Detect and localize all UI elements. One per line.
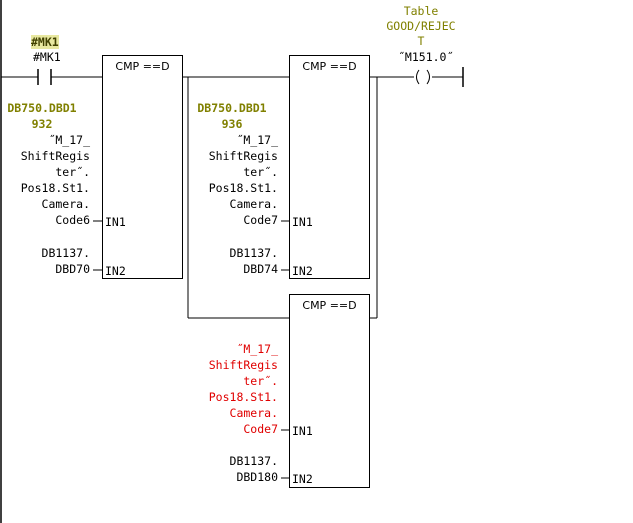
cmp1-in2-operand-line-1[interactable]: DB1137. [41, 246, 90, 260]
cmp-block-3[interactable]: CMP ==D IN1 IN2 [289, 294, 370, 488]
cmp2-in1-symbol-line-4[interactable]: Pos18.St1. [208, 181, 278, 195]
cmp2-in2-operand-line-2[interactable]: DBD74 [243, 262, 278, 276]
cmp3-in2-operand-line-2[interactable]: DBD180 [236, 470, 278, 484]
cmp-block-3-in1-pin: IN1 [292, 424, 313, 438]
cmp-block-1-in1-pin: IN1 [105, 215, 126, 229]
cmp2-in1-symbol-line-2[interactable]: ShiftRegis [208, 149, 278, 163]
cmp-block-2-in1-pin: IN1 [292, 215, 313, 229]
cmp3-in1-symbol-line-2[interactable]: ShiftRegis [208, 358, 278, 372]
cmp-block-2[interactable]: CMP ==D IN1 IN2 [289, 55, 370, 279]
coil-comment-line-2: GOOD/REJEC [386, 19, 456, 33]
cmp2-in1-symbol-line-5[interactable]: Camera. [229, 197, 278, 211]
cmp2-in1-symbol-line-6[interactable]: Code7 [243, 213, 278, 227]
cmp1-in1-symbol-line-1[interactable]: ˝M_17_ [48, 133, 90, 147]
cmp1-in1-symbol-line-4[interactable]: Pos18.St1. [20, 181, 90, 195]
cmp3-in2-operand-line-1[interactable]: DB1137. [229, 454, 278, 468]
cmp3-in1-symbol-line-6[interactable]: Code7 [243, 422, 278, 436]
coil-operand[interactable]: ˝M151.0˝ [398, 50, 454, 64]
cmp3-in1-symbol-line-4[interactable]: Pos18.St1. [208, 390, 278, 404]
cmp2-in1-symbol-line-1[interactable]: ˝M_17_ [236, 133, 278, 147]
cmp-block-1-in2-pin: IN2 [105, 264, 126, 278]
contact-symbol-text: #MK1 [31, 35, 59, 49]
cmp2-in2-operand-line-1[interactable]: DB1137. [229, 246, 278, 260]
cmp-block-2-title: CMP ==D [302, 60, 357, 73]
cmp2-in1-symbol-line-3[interactable]: ter˝. [243, 165, 278, 179]
cmp2-in1-address-line-2: 936 [221, 117, 243, 131]
cmp1-in1-symbol-line-6[interactable]: Code6 [55, 213, 90, 227]
cmp1-in2-operand-line-2[interactable]: DBD70 [55, 262, 90, 276]
cmp3-in1-symbol-line-5[interactable]: Camera. [229, 406, 278, 420]
contact-operand[interactable]: #MK1 [33, 50, 61, 64]
cmp3-in1-symbol-line-3[interactable]: ter˝. [243, 374, 278, 388]
cmp-block-3-in2-pin: IN2 [292, 472, 313, 486]
cmp-block-1-title: CMP ==D [115, 60, 170, 73]
cmp1-in1-address-line-1: DB750.DBD1 [7, 101, 77, 115]
cmp1-in1-address-line-2: 932 [31, 117, 53, 131]
cmp3-in1-symbol-line-1[interactable]: ˝M_17_ [236, 342, 278, 356]
cmp-block-1[interactable]: CMP ==D IN1 IN2 [102, 55, 183, 279]
contact-symbol[interactable]: #MK1 [31, 35, 59, 49]
coil-comment-line-1: Table [403, 4, 439, 18]
cmp1-in1-symbol-line-2[interactable]: ShiftRegis [20, 149, 90, 163]
cmp2-in1-address-line-1: DB750.DBD1 [197, 101, 267, 115]
coil-comment-line-3: T [417, 34, 425, 48]
cmp1-in1-symbol-line-5[interactable]: Camera. [41, 197, 90, 211]
cmp1-in1-symbol-line-3[interactable]: ter˝. [55, 165, 90, 179]
cmp-block-3-title: CMP ==D [302, 299, 357, 312]
cmp-block-2-in2-pin: IN2 [292, 264, 313, 278]
coil-symbol[interactable]: ( ) [413, 70, 435, 83]
